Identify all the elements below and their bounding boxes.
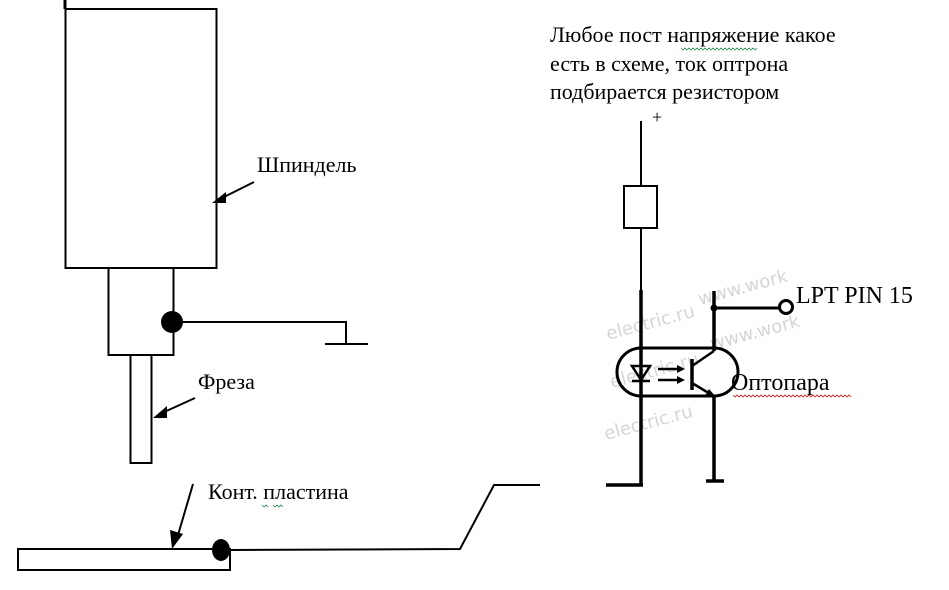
supply-note: Любое пост напряжение какое есть в схеме…	[550, 22, 836, 104]
cutter	[129, 354, 153, 464]
plate-label: Конт. пластина	[208, 479, 349, 504]
resistor-icon	[623, 185, 658, 229]
watermark: electric.ru	[602, 401, 695, 445]
plate-wire	[229, 484, 540, 551]
plate-contact-dot	[212, 539, 230, 561]
plus-sign: +	[652, 107, 662, 127]
supply-note-line-2: есть в схеме, ток оптрона	[550, 51, 788, 76]
spindle	[63, 0, 218, 464]
spindle-arrow	[212, 181, 255, 203]
arrowhead-icon	[153, 406, 167, 418]
emitter-arrow-icon	[705, 389, 716, 397]
spellcheck-underline	[680, 47, 758, 51]
cutter-label: Фреза	[198, 369, 255, 394]
plate-body	[17, 548, 231, 571]
contact-plate	[17, 484, 540, 571]
optocoupler-label: Оптопара	[731, 370, 830, 396]
spellcheck-underline	[261, 504, 284, 508]
lpt-terminal-icon	[778, 299, 794, 315]
supply-branch	[606, 121, 658, 487]
spindle-body	[64, 8, 218, 269]
watermark: electric.ru	[604, 301, 697, 345]
spindle-collet	[107, 267, 175, 356]
output-branch	[706, 291, 794, 483]
spindle-ground	[161, 311, 368, 345]
supply-note-line-1: Любое пост напряжение какое	[550, 22, 836, 47]
lpt-pin-label: LPT PIN 15	[796, 283, 913, 309]
ground-wire	[172, 321, 347, 344]
supply-note-line-3: подбирается резистором	[550, 79, 779, 104]
spellcheck-underline	[732, 394, 852, 398]
arrowhead-icon	[212, 192, 226, 203]
arrowhead-icon	[170, 530, 183, 549]
led-icon	[629, 364, 653, 383]
plate-arrow	[170, 483, 194, 549]
watermarks: electric.ru www.work www.work electric.r…	[602, 266, 803, 445]
spindle-label: Шпиндель	[257, 152, 356, 177]
watermark: www.work	[696, 266, 791, 310]
cutter-arrow	[153, 397, 196, 418]
